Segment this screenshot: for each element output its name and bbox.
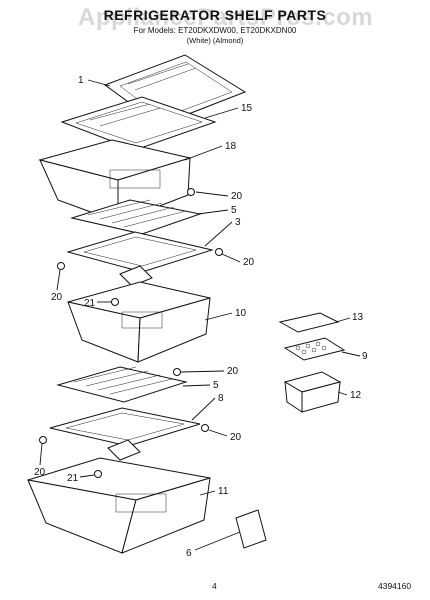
model-colors: (White) (Almond): [186, 36, 244, 45]
storage-bin-12: [283, 371, 342, 413]
model-numbers: For Models: ET20DKXDW00, ET20DKXDN00: [133, 26, 297, 35]
callout-13: 13: [352, 312, 364, 323]
callout-11: 11: [218, 486, 229, 497]
fasteners: [39, 188, 223, 478]
crisper-drawer-18: [38, 139, 192, 223]
shelf-frame-3: [66, 231, 214, 287]
callout-20-b: 20: [243, 257, 255, 268]
callout-12: 12: [350, 390, 362, 401]
callout-6: 6: [186, 548, 192, 559]
leader-lines: [39, 79, 361, 551]
watermark: AppliancePartsPros.com: [78, 4, 374, 31]
callout-20-f: 20: [34, 467, 46, 478]
callout-20-d: 20: [227, 366, 239, 377]
callout-1: 1: [78, 75, 84, 86]
callout-9: 9: [362, 351, 368, 362]
callout-10: 10: [235, 308, 247, 319]
callout-15: 15: [241, 103, 253, 114]
callout-5-b: 5: [213, 380, 219, 391]
shelf-insert-5-lower: [56, 366, 188, 403]
page-number: 4: [212, 581, 217, 591]
page-title: REFRIGERATOR SHELF PARTS: [103, 7, 327, 23]
bin-cover-13: [278, 312, 340, 333]
callout-21-a: 21: [84, 298, 96, 309]
callout-5-a: 5: [231, 205, 237, 216]
callout-20-e: 20: [230, 432, 242, 443]
callout-8: 8: [218, 393, 224, 404]
label-holder-6: [235, 509, 267, 549]
shelf-frame-8: [49, 407, 201, 461]
callout-21-b: 21: [67, 473, 79, 484]
callout-20-a: 20: [231, 191, 243, 202]
egg-tray-9: [283, 337, 346, 361]
document-number: 4394160: [378, 581, 412, 591]
callout-18: 18: [225, 141, 237, 152]
crisper-drawer-10: [67, 281, 211, 363]
callout-20-c: 20: [51, 292, 63, 303]
crisper-drawer-11: [27, 457, 211, 554]
callout-3: 3: [235, 217, 241, 228]
